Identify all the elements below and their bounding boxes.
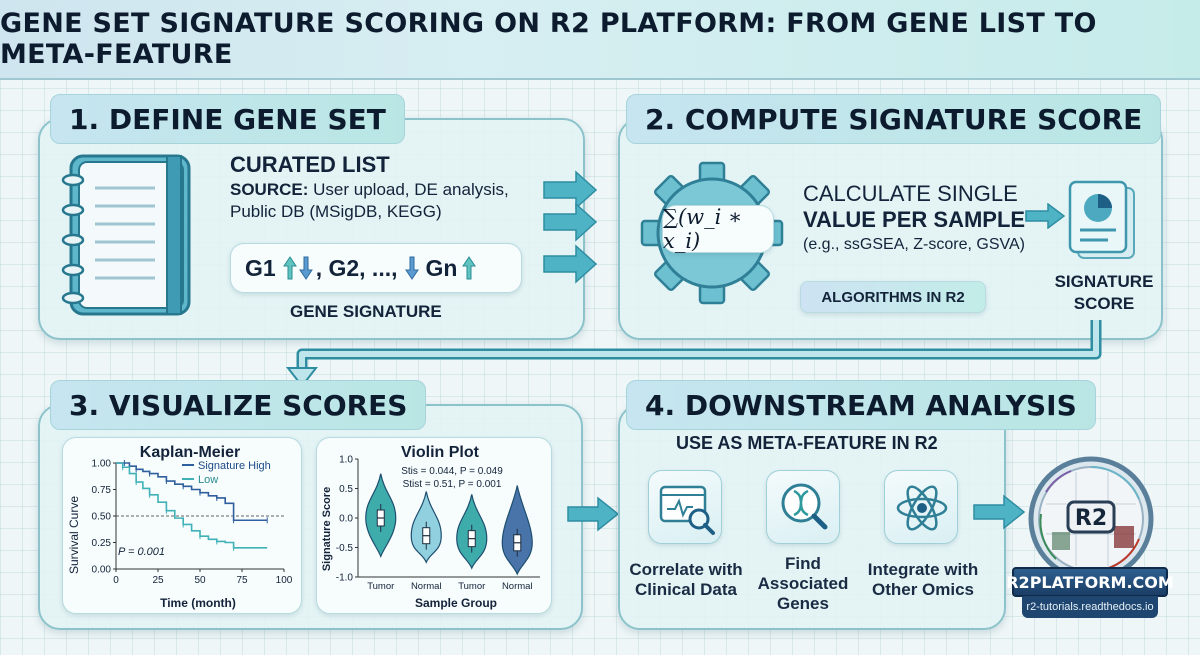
step4-title: 4. DOWNSTREAM ANALYSIS <box>626 380 1096 430</box>
km-y-tick-label: 1.00 <box>92 459 112 470</box>
r2platform-banner[interactable]: R2PLATFORM.COM <box>1006 567 1174 597</box>
algorithms-badge[interactable]: ALGORITHMS IN R2 <box>800 281 986 313</box>
source-line-1: SOURCE: User upload, DE analysis, <box>230 180 509 200</box>
connector-arrow-2-to-3 <box>285 320 1102 388</box>
r2platform-banner-text: R2PLATFORM.COM <box>1006 572 1174 592</box>
step3-title: 3. VISUALIZE SCORES <box>50 380 427 430</box>
formula-box: ∑(w_i ∗ x_i) <box>662 205 774 253</box>
compute-text-1: CALCULATE SINGLE <box>803 181 1018 206</box>
km-pvalue: P = 0.001 <box>118 546 165 558</box>
right-arrow-icon <box>1025 203 1066 229</box>
gene-g1: G1 <box>245 254 276 281</box>
gene-signature-caption: GENE SIGNATURE <box>290 302 442 321</box>
caption-line: Clinical Data <box>634 580 738 599</box>
associated-genes-caption: Find Associated Genes <box>748 554 858 614</box>
km-y-tick-label: 0.25 <box>92 538 112 549</box>
compute-text-2: VALUE PER SAMPLE <box>803 207 1026 232</box>
violin-xlabel: Sample Group <box>415 596 497 610</box>
violin-x-tick-label: Normal <box>411 581 442 592</box>
violin-plot-chart: Violin Plot Signature Score Sample Group… <box>321 444 540 610</box>
source-text-1: User upload, DE analysis, <box>313 180 509 199</box>
km-curve-low <box>116 462 268 549</box>
meta-feature-subtitle: USE AS META-FEATURE IN R2 <box>676 433 938 453</box>
r2-tutorials-url: r2-tutorials.readthedocs.io <box>1026 601 1154 613</box>
right-arrow-icon <box>973 494 1026 530</box>
violin-y-tick-label: -0.5 <box>336 543 354 554</box>
step1-title: 1. DEFINE GENE SET <box>50 94 405 144</box>
gene-signature-card: G1 , G2, ..., Gn <box>230 243 522 293</box>
violin-x-tick-label: Tumor <box>458 581 485 592</box>
right-arrow-icon <box>543 244 598 284</box>
km-y-tick-label: 0.75 <box>92 485 112 496</box>
km-x-tick-label: 0 <box>113 575 119 586</box>
caption-line: Genes <box>777 594 829 613</box>
km-x-tick-label: 25 <box>152 575 164 586</box>
right-arrow-icon <box>543 170 598 210</box>
km-xlabel: Time (month) <box>160 596 236 610</box>
violin-title: Violin Plot <box>401 444 480 461</box>
gene-gn: Gn <box>425 254 458 281</box>
caption-line: Associated <box>757 574 849 593</box>
km-legend-low: Low <box>198 474 218 486</box>
notebook-icon <box>61 154 191 316</box>
violin-y-tick-label: 1.0 <box>339 455 353 466</box>
down-arrow-icon <box>298 256 313 280</box>
gene-g2: , G2, ..., <box>315 254 398 281</box>
other-omics-tile <box>884 470 958 544</box>
km-x-tick-label: 75 <box>236 575 248 586</box>
header-banner: GENE SET SIGNATURE SCORING ON R2 PLATFOR… <box>0 0 1200 80</box>
dna-magnifier-icon <box>781 483 828 530</box>
algorithms-badge-label: ALGORITHMS IN R2 <box>821 288 965 306</box>
caption-line: Find <box>785 554 821 573</box>
violin-x-tick-label: Normal <box>502 581 533 592</box>
violin-y-tick-label: -1.0 <box>336 573 354 584</box>
km-x-tick-label: 100 <box>276 575 293 586</box>
document-chart-icon <box>1068 180 1135 259</box>
km-x-tick-label: 50 <box>194 575 206 586</box>
flow-arrows-1-to-2 <box>543 170 598 284</box>
r2-platform-logo[interactable]: R2 <box>1026 454 1156 584</box>
violin-y-tick-label: 0.5 <box>339 484 353 495</box>
up-arrow-icon <box>282 256 297 280</box>
correlate-tile <box>648 470 722 544</box>
step2-title: 2. COMPUTE SIGNATURE SCORE <box>626 94 1162 144</box>
other-omics-caption: Integrate with Other Omics <box>862 560 984 600</box>
kaplan-meier-chart: Kaplan-Meier Survival Curve Time (month)… <box>67 444 293 610</box>
caption-line: Integrate with <box>867 560 979 579</box>
caption-line: Other Omics <box>871 580 975 599</box>
kaplan-meier-card <box>62 437 302 614</box>
right-arrow-icon <box>567 496 620 532</box>
km-y-tick-label: 0.00 <box>92 565 112 576</box>
associated-genes-tile <box>766 470 840 544</box>
source-label: SOURCE: <box>230 180 309 199</box>
km-ylabel: Survival Curve <box>67 496 81 574</box>
signature-score-label-2: SCORE <box>1073 294 1135 313</box>
right-arrow-icon <box>543 202 598 242</box>
km-curve-high <box>116 462 268 522</box>
caption-line: Correlate with <box>629 560 743 579</box>
violin-y-tick-label: 0.0 <box>339 514 353 525</box>
violin-stat-1: Stis = 0.044, P = 0.049 <box>401 466 503 477</box>
r2-logo-text: R2 <box>1075 506 1107 531</box>
violin-ylabel: Signature Score <box>321 487 333 571</box>
compute-text-3: (e.g., ssGSEA, Z-score, GSVA) <box>803 236 1025 253</box>
violin-stat-2: Stist = 0.51, P = 0.001 <box>403 479 502 490</box>
km-legend-high: Signature High <box>198 460 271 472</box>
km-title: Kaplan-Meier <box>140 444 240 461</box>
down-arrow-icon <box>404 256 419 280</box>
r2-tutorials-link[interactable]: r2-tutorials.readthedocs.io <box>1022 596 1158 618</box>
page-title: GENE SET SIGNATURE SCORING ON R2 PLATFOR… <box>0 8 1097 70</box>
up-arrow-icon <box>462 256 477 280</box>
source-text-2: Public DB (MSigDB, KEGG) <box>230 202 442 221</box>
correlate-caption: Correlate with Clinical Data <box>626 560 746 600</box>
curated-list-heading: CURATED LIST <box>230 152 390 177</box>
violin-x-tick-label: Tumor <box>367 581 394 592</box>
km-y-tick-label: 0.50 <box>92 512 112 523</box>
atom-icon <box>896 485 948 531</box>
formula-text: ∑(w_i ∗ x_i) <box>663 205 743 253</box>
monitor-search-icon <box>659 485 715 535</box>
signature-score-label-1: SIGNATURE <box>1054 272 1154 291</box>
